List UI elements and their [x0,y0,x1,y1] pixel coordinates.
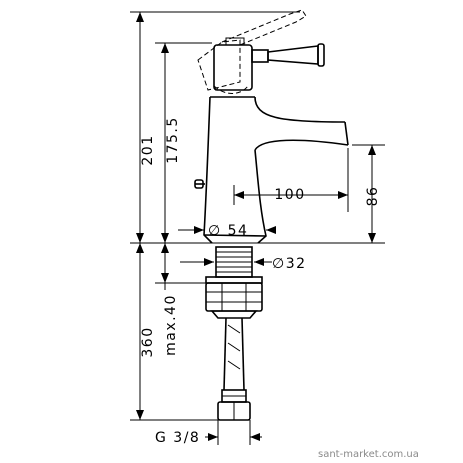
lever-handle [213,37,325,91]
dim-spout-clearance [330,144,385,244]
dim-spout-reach [233,148,349,212]
dim-spout-height [155,42,212,243]
label-total-height: 201 [140,134,156,165]
faucet-outline [203,89,349,244]
dim-connection-thread [205,420,262,445]
watermark-text: sant-market.com.ua [318,449,419,460]
label-hole-diameter: ∅32 [272,256,307,272]
label-spout-clearance: 86 [365,186,381,207]
label-below-deck-length: 360 [140,326,156,357]
label-max-thickness: max.40 [163,294,179,356]
lever-open-position [197,9,307,94]
dim-below-deck-length [130,243,220,421]
dim-hole-diameter [180,258,272,266]
dim-base-diameter [178,226,276,234]
dim-max-thickness [155,243,206,290]
label-connection-thread: G 3/8 [155,430,200,446]
label-spout-reach: 100 [274,187,305,203]
popup-rod [194,179,205,189]
label-spout-height: 175.5 [165,116,181,164]
label-base-diameter: ∅ 54 [208,223,248,239]
dim-total-height [130,11,300,244]
below-deck-assembly [205,246,263,421]
